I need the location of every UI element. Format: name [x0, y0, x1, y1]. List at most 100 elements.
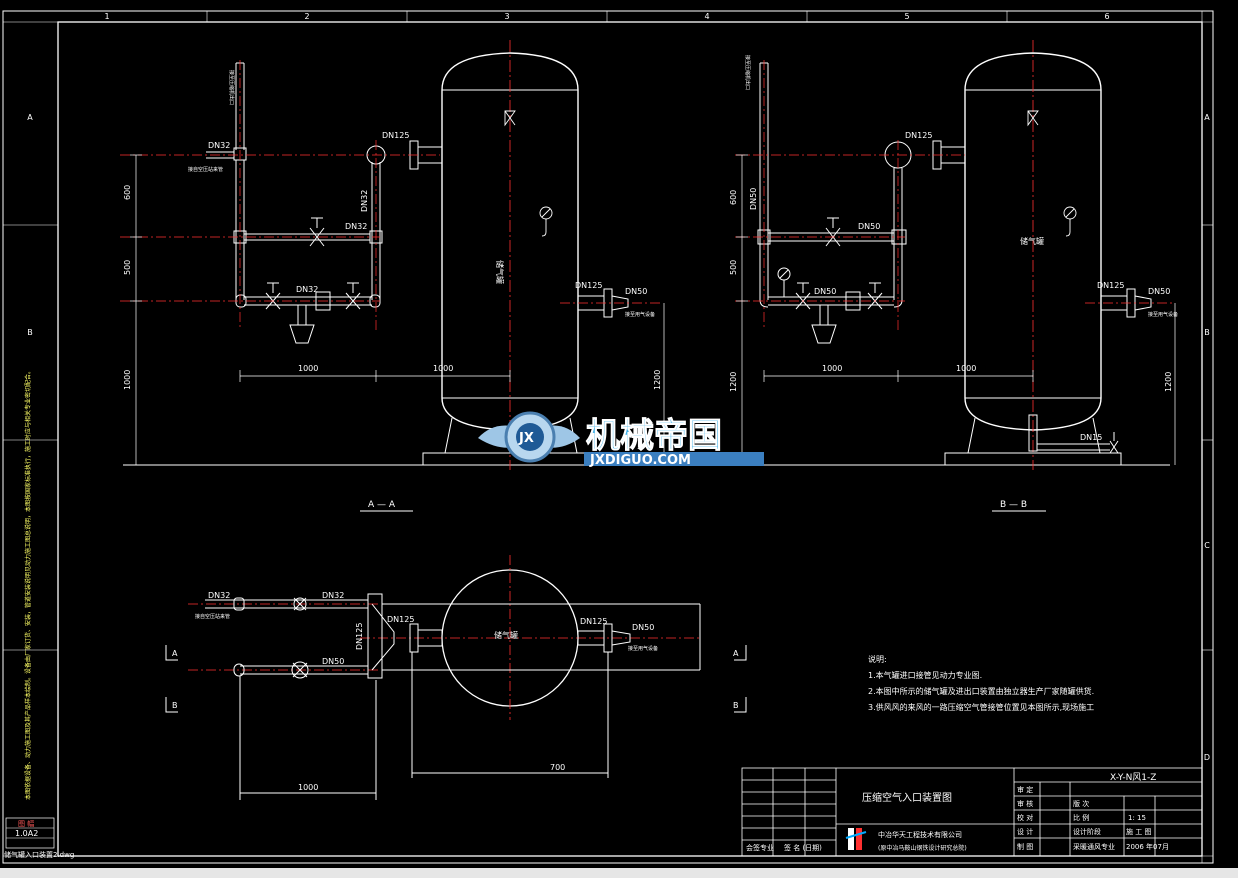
watermark-badge: JX — [518, 431, 534, 446]
plan-dim-700: 700 — [550, 763, 565, 772]
stage-value: 施 工 图 — [1126, 827, 1151, 836]
b-dn-left: DN50 — [749, 188, 758, 210]
b-dim-1000a: 1000 — [822, 364, 842, 373]
version-label: 版 次 — [1073, 799, 1089, 808]
plan-cut-a-left: A — [172, 649, 178, 658]
watermark: JX 机械帝国 JXDIGUO.COM — [478, 411, 764, 468]
sign-label-b: 签 名 (日期) — [784, 843, 822, 852]
note-item-2: 2.本图中所示的储气罐及进出口装置由独立器生产厂家随罐供货. — [868, 686, 1094, 696]
drawing-title: 压缩空气入口装置图 — [862, 791, 952, 804]
role-approve: 审 定 — [1017, 785, 1033, 794]
company-logo-icon — [845, 828, 867, 850]
a-dim-1000a: 1000 — [298, 364, 318, 373]
zone-label-a-left: A — [27, 113, 33, 122]
plan-note-left: 接自空压站来管 — [195, 613, 230, 620]
b-dim-1200a: 1200 — [729, 372, 738, 392]
b-dim-1000b: 1000 — [956, 364, 976, 373]
zone-label-5: 5 — [904, 12, 909, 21]
a-vessel-label: 储气罐 — [495, 260, 505, 284]
company-name: 中冶华天工程技术有限公司 — [878, 830, 962, 839]
a-dim-1000c: 1000 — [123, 370, 132, 390]
b-dim-500: 500 — [729, 260, 738, 275]
zone-label-a-right: A — [1204, 113, 1210, 122]
stamp-size: 1.0A2 — [15, 829, 38, 838]
stamp-file: 储气罐入口装置2.dwg — [4, 850, 74, 859]
zone-label-1: 1 — [104, 12, 109, 21]
b-vessel-label: 储气罐 — [1020, 236, 1044, 246]
a-dim-600: 600 — [123, 185, 132, 200]
plan-dim-1000: 1000 — [298, 783, 318, 792]
a-dn-top: DN32 — [208, 141, 230, 150]
plan-dn-vertical: DN125 — [355, 623, 364, 650]
a-note-vert: 接至压缩机出口 — [228, 70, 235, 105]
section-b-label: B — B — [1000, 500, 1027, 510]
zone-label-6: 6 — [1104, 12, 1109, 21]
watermark-en: JXDIGUO.COM — [589, 453, 691, 468]
b-dn-outlet-a: DN125 — [1097, 281, 1124, 290]
side-note-text: 本图依据设备、动力施工图及其产品样本绘制。设备由厂家订货、安装，管道安装说明见动… — [24, 368, 32, 800]
plan-cut-b-left: B — [172, 701, 178, 710]
a-dn-riser: DN32 — [360, 190, 369, 212]
zone-label-b-right: B — [1204, 328, 1210, 337]
a-dim-500: 500 — [123, 260, 132, 275]
plan-view: DN32 DN32 DN50 DN125 DN125 DN125 DN50 储气… — [165, 555, 747, 800]
role-design: 设 计 — [1017, 827, 1033, 836]
date-value: 2006 年07月 — [1126, 842, 1169, 851]
watermark-cn: 机械帝国 — [586, 416, 722, 456]
a-dim-1000b: 1000 — [433, 364, 453, 373]
b-dn-mid: DN50 — [858, 222, 880, 231]
b-dn-inlet: DN125 — [905, 131, 932, 140]
drawing-number: X-Y-N风1-Z — [1110, 772, 1156, 783]
a-dn-mid: DN32 — [345, 222, 367, 231]
b-note-out: 接至用气设备 — [1148, 311, 1178, 318]
sign-label-a: 会签专业 — [746, 843, 774, 852]
b-dn-outlet-b: DN50 — [1148, 287, 1170, 296]
plan-dn-out-b: DN50 — [632, 623, 654, 632]
a-dn-outlet-b: DN50 — [625, 287, 647, 296]
plan-note-right: 接至用气设备 — [628, 645, 658, 652]
plan-dn-in: DN125 — [387, 615, 414, 624]
note-item-1: 1.本气罐进口接管见动力专业图. — [868, 670, 982, 680]
a-dim-1200: 1200 — [653, 370, 662, 390]
scale-value: 1: 15 — [1128, 814, 1146, 822]
scale-label: 比 例 — [1073, 813, 1089, 822]
plan-dn-top-mid: DN32 — [322, 591, 344, 600]
notes-heading: 说明: — [868, 654, 887, 664]
b-dim-600: 600 — [729, 190, 738, 205]
plan-cut-b-right: B — [733, 701, 739, 710]
note-item-3: 3.供风风的来风的一路压缩空气管接管位置见本图所示,现场施工 — [868, 702, 1094, 712]
plan-vessel-label: 储气罐 — [494, 630, 518, 640]
zone-label-c-right: C — [1204, 541, 1210, 550]
dept-label: 采暖通风专业 — [1073, 842, 1115, 851]
role-draw: 制 图 — [1017, 842, 1033, 851]
section-a: DN32 DN125 DN32 DN32 DN125 DN50 DN32 储气罐… — [120, 40, 665, 512]
plan-dn-bottom-mid: DN50 — [322, 657, 344, 666]
zone-label-2: 2 — [304, 12, 309, 21]
stamp: 图 幅 1.0A2 储气罐入口装置2.dwg — [4, 817, 74, 859]
role-check: 校 对 — [1017, 813, 1033, 822]
a-dn-inlet: DN125 — [382, 131, 409, 140]
a-dn-outlet-a: DN125 — [575, 281, 602, 290]
b-dim-1200b: 1200 — [1164, 372, 1173, 392]
section-a-label: A — A — [368, 500, 396, 510]
company-sub: (原中冶马鞍山钢铁设计研究总院) — [878, 844, 967, 852]
side-note: 本图依据设备、动力施工图及其产品样本绘制。设备由厂家订货、安装，管道安装说明见动… — [24, 368, 32, 800]
plan-dn-out-a: DN125 — [580, 617, 607, 626]
zone-label-4: 4 — [704, 12, 709, 21]
section-b: DN125 DN50 DN50 DN50 DN125 DN50 DN15 储气罐… — [729, 40, 1178, 512]
notes: 说明: 1.本气罐进口接管见动力专业图. 2.本图中所示的储气罐及进出口装置由独… — [868, 654, 1094, 712]
b-dn-drain: DN15 — [1080, 433, 1102, 442]
role-review: 审 核 — [1017, 799, 1033, 808]
zone-label-3: 3 — [504, 12, 509, 21]
plan-dn-top-left: DN32 — [208, 591, 230, 600]
plan-cut-a-right: A — [733, 649, 739, 658]
zone-label-b-left: B — [27, 328, 33, 337]
stamp-label: 图 幅 — [18, 819, 34, 828]
status-bar — [0, 868, 1238, 878]
a-note-left: 接自空压站来管 — [188, 166, 223, 173]
b-dn-bottom: DN50 — [814, 287, 836, 296]
title-block: 压缩空气入口装置图 X-Y-N风1-Z 审 定 审 核 校 对 设 计 制 图 … — [741, 767, 1203, 857]
a-note-out: 接至用气设备 — [625, 311, 655, 318]
b-note-vert: 接至压缩机出口 — [744, 55, 751, 90]
